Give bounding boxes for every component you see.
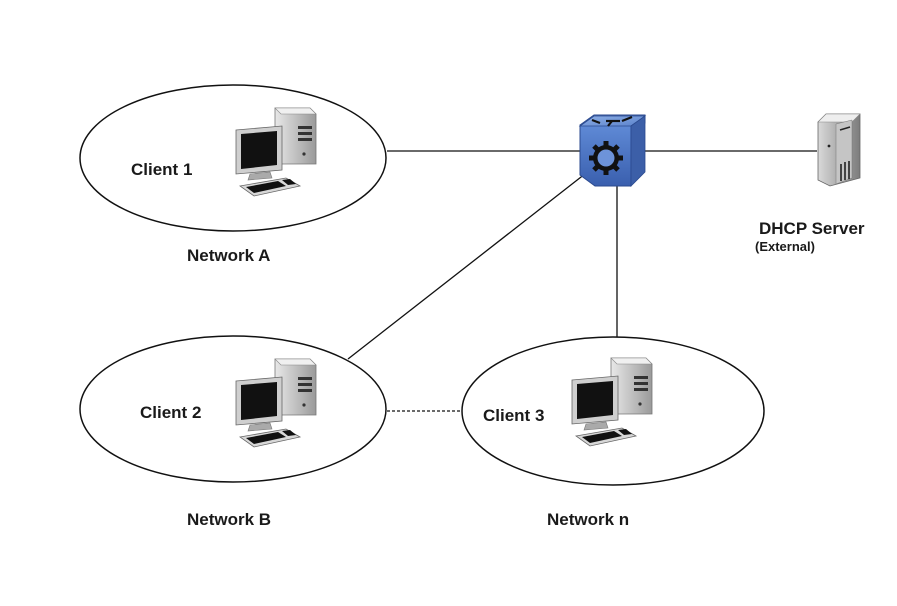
network-a[interactable]: Client 1 Network A	[79, 84, 387, 265]
network-n[interactable]: Client 3 Network n	[461, 336, 765, 529]
dhcp-server-label: DHCP Server	[759, 219, 865, 238]
link-network-b-router	[347, 169, 591, 360]
server-icon[interactable]	[817, 113, 861, 187]
network-a-ellipse[interactable]	[79, 84, 387, 232]
network-b[interactable]: Client 2 Network B	[79, 335, 387, 529]
network-b-label: Network B	[187, 510, 271, 529]
client-3-label: Client 3	[483, 406, 544, 425]
client-1-label: Client 1	[131, 160, 192, 179]
network-n-label: Network n	[547, 510, 629, 529]
dhcp-server-sublabel: (External)	[755, 239, 815, 254]
client-2-label: Client 2	[140, 403, 201, 422]
dhcp-server[interactable]: DHCP Server (External)	[755, 113, 865, 254]
router-icon[interactable]	[578, 114, 647, 187]
links	[347, 150, 817, 412]
network-a-label: Network A	[187, 246, 270, 265]
network-b-ellipse[interactable]	[79, 335, 387, 483]
